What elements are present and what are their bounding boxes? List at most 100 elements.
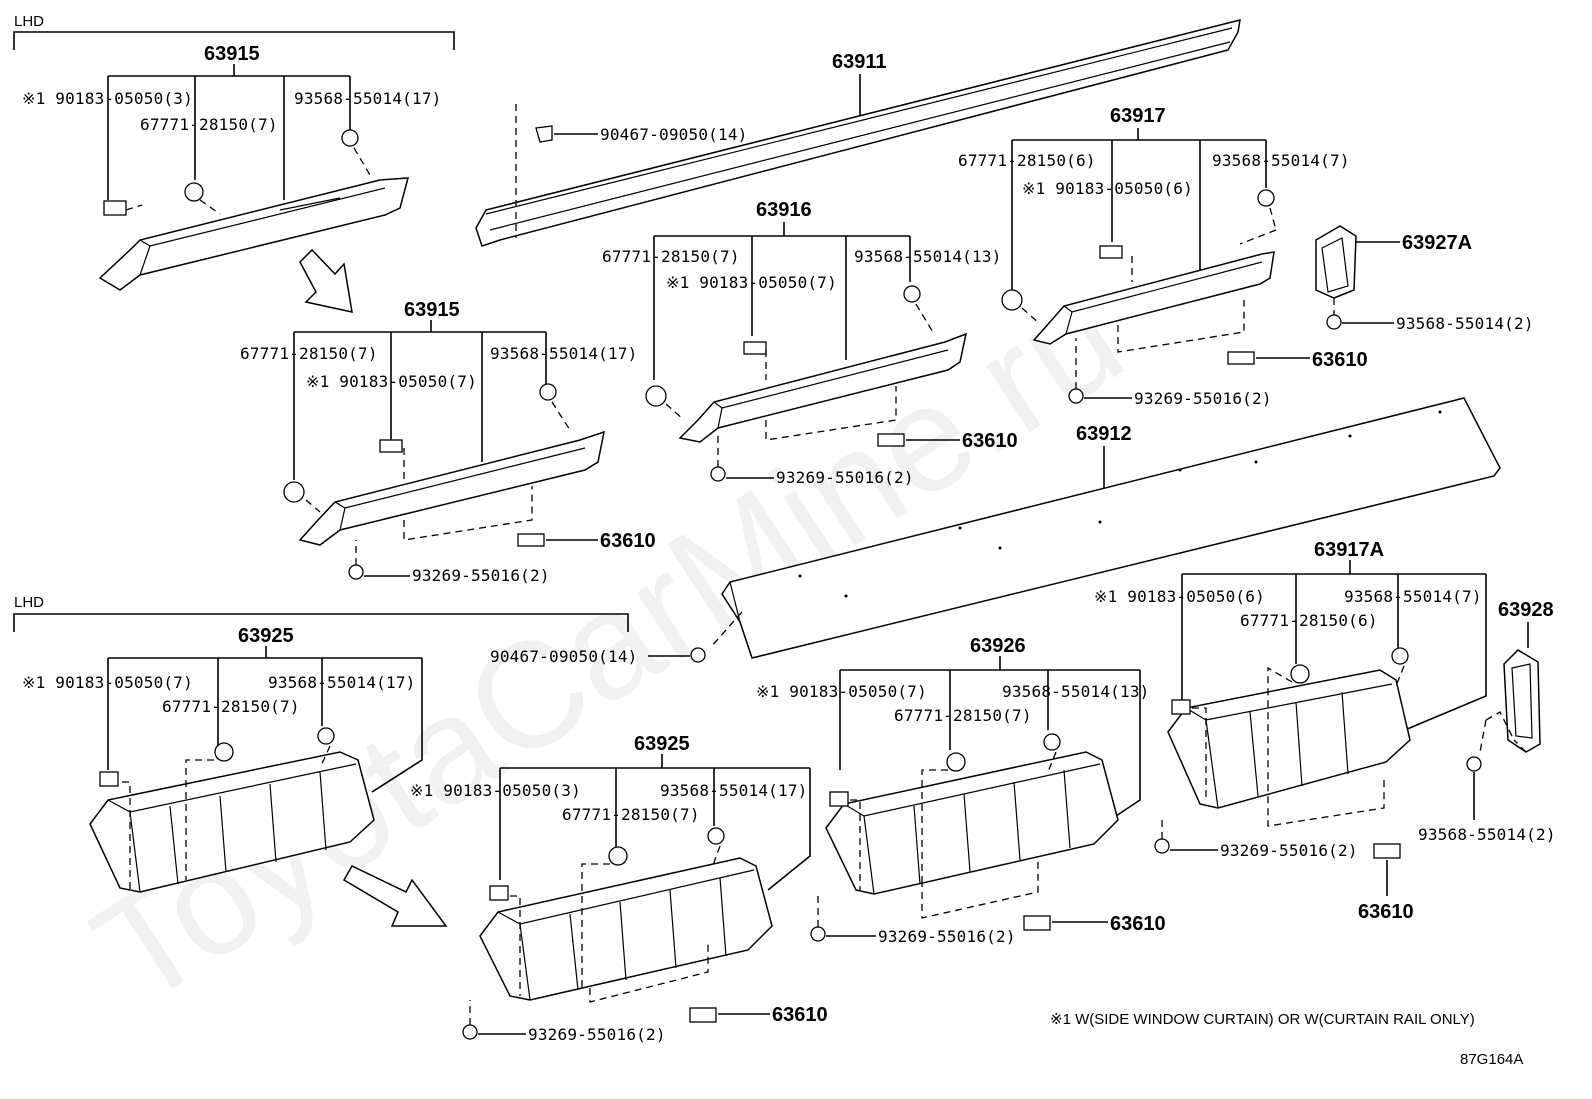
group-63915-middle: 63915 67771-28150(7) ※1 90183-05050(7) 9… xyxy=(240,299,656,585)
screw-icon xyxy=(341,129,359,147)
part-number-63926: 63926 xyxy=(970,635,1026,657)
side-step-panel xyxy=(479,857,773,1001)
part-label: ※1 90183-05050(3) xyxy=(410,781,581,800)
part-label: 93568-55014(17) xyxy=(490,344,638,363)
clip-icon xyxy=(489,885,509,901)
clip-icon xyxy=(99,771,119,787)
side-step-panel xyxy=(1167,669,1411,809)
part-label: 93568-55014(7) xyxy=(1212,151,1350,170)
part-label: 90467-09050(14) xyxy=(490,647,638,666)
screw-icon xyxy=(810,926,826,942)
part-number-63610: 63610 xyxy=(772,1004,828,1026)
part-label: ※1 90183-05050(3) xyxy=(22,89,193,108)
part-label: 93568-55014(13) xyxy=(1002,682,1150,701)
part-label: ※1 90183-05050(7) xyxy=(756,682,927,701)
panel-holes xyxy=(798,410,1442,598)
part-label: 93568-55014(13) xyxy=(854,247,1002,266)
group-63915-top: 63915 ※1 90183-05050(3) 67771-28150(7) 9… xyxy=(22,43,442,291)
part-label: 90467-09050(14) xyxy=(600,125,748,144)
part-number-63911: 63911 xyxy=(832,51,887,73)
section-label-lhd-top: LHD xyxy=(14,13,44,30)
screw-icon xyxy=(1466,756,1482,772)
screw-icon xyxy=(317,727,335,745)
part-number-63928: 63928 xyxy=(1498,599,1554,621)
screw-icon xyxy=(1326,314,1342,330)
part-label: 93269-55016(2) xyxy=(776,468,914,487)
part-number-63610: 63610 xyxy=(600,530,656,552)
part-number-63912: 63912 xyxy=(1076,423,1132,445)
clip-icon xyxy=(517,533,545,547)
screw-icon xyxy=(1391,647,1409,665)
part-label: 93568-55014(7) xyxy=(1344,587,1482,606)
rocker-moulding xyxy=(98,177,409,291)
part-label: 93568-55014(17) xyxy=(660,781,808,800)
part-label: 67771-28150(6) xyxy=(958,151,1096,170)
part-label: 93269-55016(2) xyxy=(412,566,550,585)
part-number-63925: 63925 xyxy=(238,625,294,647)
group-63917A: 63917A ※1 90183-05050(6) 67771-28150(6) … xyxy=(1094,539,1487,923)
part-label: 93269-55016(2) xyxy=(1134,389,1272,408)
part-label: ※1 90183-05050(6) xyxy=(1022,179,1193,198)
clip-icon xyxy=(184,182,204,202)
section-label-lhd-bottom: LHD xyxy=(14,594,44,611)
part-number-63927A: 63927A xyxy=(1402,232,1472,254)
part-number-63915: 63915 xyxy=(204,43,260,65)
part-number-63610: 63610 xyxy=(1358,901,1414,923)
clip-icon xyxy=(1171,699,1191,715)
group-63927A: 63927A 93568-55014(2) xyxy=(1315,225,1533,333)
clip-icon xyxy=(946,752,966,772)
part-label: 67771-28150(7) xyxy=(894,706,1032,725)
part-label: 93269-55016(2) xyxy=(878,927,1016,946)
part-number-63610: 63610 xyxy=(1110,913,1166,935)
clip-icon xyxy=(1227,351,1255,365)
part-label: ※1 90183-05050(7) xyxy=(306,372,477,391)
clip-icon xyxy=(743,341,767,355)
clip-icon xyxy=(1099,245,1123,259)
part-number-63610: 63610 xyxy=(1312,349,1368,371)
part-number-63916: 63916 xyxy=(756,199,812,221)
clip-icon xyxy=(645,385,667,407)
clip-icon xyxy=(283,481,305,503)
part-label: 67771-28150(7) xyxy=(162,697,300,716)
screw-icon xyxy=(1257,189,1275,207)
part-label: 93568-55014(17) xyxy=(268,673,416,692)
clip-icon xyxy=(379,439,403,453)
screw-icon xyxy=(707,827,725,845)
screw-icon xyxy=(1154,838,1170,854)
part-label: 93568-55014(17) xyxy=(294,89,442,108)
side-step-panel xyxy=(825,751,1119,895)
part-number-63925: 63925 xyxy=(634,733,690,755)
part-number-63917: 63917 xyxy=(1110,105,1166,127)
rocker-moulding xyxy=(678,332,968,443)
arrow-icon xyxy=(342,865,448,927)
screw-icon xyxy=(903,285,921,303)
rocker-moulding xyxy=(298,430,605,546)
part-number-63610: 63610 xyxy=(962,430,1018,452)
lhd-section-top: LHD xyxy=(13,13,455,50)
clip-icon xyxy=(1290,664,1310,684)
part-label: 67771-28150(7) xyxy=(240,344,378,363)
screw-icon xyxy=(1043,733,1061,751)
group-63917: 63917 67771-28150(6) ※1 90183-05050(6) 9… xyxy=(958,105,1368,408)
clip-icon xyxy=(689,1007,717,1023)
group-63912: 63912 90467-09050(14) xyxy=(490,397,1501,666)
part-label: 67771-28150(7) xyxy=(602,247,740,266)
group-63928: 63928 93568-55014(2) xyxy=(1418,599,1556,844)
part-label: 67771-28150(7) xyxy=(562,805,700,824)
clip-icon xyxy=(829,791,849,807)
group-63925-left: 63925 ※1 90183-05050(7) 67771-28150(7) 9… xyxy=(22,625,423,893)
clip-icon xyxy=(1373,843,1401,859)
clip-icon xyxy=(1023,915,1051,931)
clip-icon xyxy=(535,125,553,143)
clip-icon xyxy=(877,433,905,447)
part-label: ※1 90183-05050(6) xyxy=(1094,587,1265,606)
group-63916: 63916 67771-28150(7) ※1 90183-05050(7) 9… xyxy=(602,199,1018,487)
part-label: 67771-28150(7) xyxy=(140,115,278,134)
part-label: 93568-55014(2) xyxy=(1418,825,1556,844)
screw-icon xyxy=(539,383,557,401)
part-label: 93269-55016(2) xyxy=(528,1025,666,1044)
group-63911: 63911 90467-09050(14) xyxy=(475,18,1241,247)
end-cap xyxy=(1315,225,1357,299)
